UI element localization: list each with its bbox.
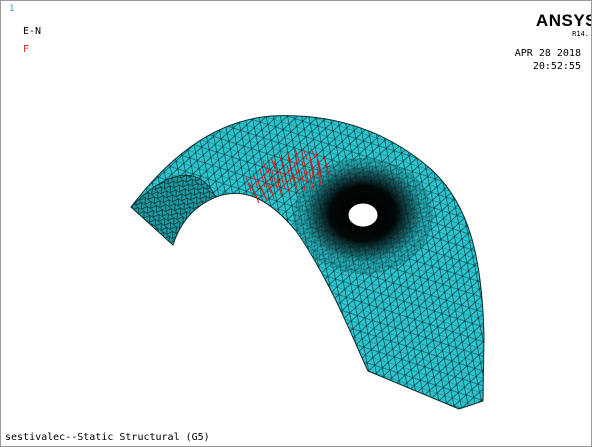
applied-force-arrows bbox=[245, 147, 330, 204]
time-label: 20:52:55 bbox=[532, 61, 581, 72]
shell-surface bbox=[130, 115, 485, 410]
shell-inner-face bbox=[130, 174, 217, 246]
legend-force-label: F bbox=[23, 44, 30, 55]
legend-element-label: E-N bbox=[23, 26, 42, 37]
bolt-hole bbox=[347, 202, 379, 228]
window-number: 1 bbox=[9, 4, 15, 14]
date-label: APR 28 2018 bbox=[514, 48, 581, 59]
version-label: R14. bbox=[572, 30, 589, 38]
ansys-logo: ANSYS bbox=[535, 11, 592, 30]
analysis-title: sestivalec--Static Structural (G5) bbox=[5, 432, 210, 443]
